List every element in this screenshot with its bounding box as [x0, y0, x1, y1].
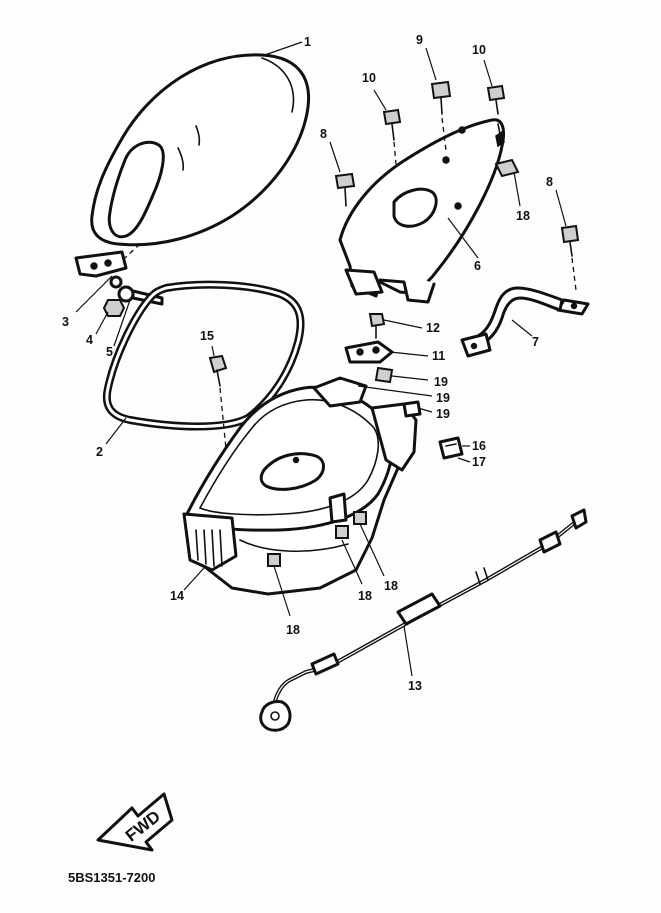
callout-10-mid: 10 [362, 71, 376, 85]
seat-part [90, 41, 311, 247]
callout-7: 7 [532, 335, 539, 349]
callout-18-low-left: 18 [286, 623, 300, 637]
leader-18a [273, 565, 291, 617]
seat-hinge-part [74, 250, 128, 313]
callout-4: 4 [86, 333, 93, 347]
callout-10-right: 10 [472, 43, 486, 57]
callout-14: 14 [170, 589, 184, 603]
clip-part-18-upper [494, 158, 521, 207]
callout-19-b: 19 [436, 391, 450, 405]
seat-lock-cable-part [259, 508, 588, 732]
callout-5: 5 [106, 345, 113, 359]
callout-18-upper: 18 [516, 209, 530, 223]
callout-8-right: 8 [546, 175, 553, 189]
callout-17: 17 [472, 455, 486, 469]
rear-bracket-part [338, 118, 506, 304]
leader-18b [341, 539, 363, 585]
bolt10-dash [393, 141, 397, 165]
forward-arrow-icon: FWD [96, 792, 174, 852]
callout-6: 6 [474, 259, 481, 273]
grommet-part-16 [438, 436, 471, 463]
callout-8-left: 8 [320, 127, 327, 141]
leader-18c [359, 523, 385, 577]
callout-18-low-right: 18 [384, 579, 398, 593]
clip-parts-19 [357, 366, 433, 418]
callout-11: 11 [432, 349, 445, 363]
strap-bracket-part [460, 286, 590, 358]
bolt-part-8-right [555, 189, 580, 257]
bolt-part-10-mid [373, 89, 402, 141]
callout-19-a: 19 [434, 375, 448, 389]
callout-2: 2 [96, 445, 103, 459]
bolt-part-9 [425, 47, 452, 115]
callout-13: 13 [408, 679, 422, 693]
bolt-part-10-right [483, 59, 506, 115]
bolt8-dash [571, 257, 577, 291]
screw-part-12 [368, 313, 423, 339]
callout-3: 3 [62, 315, 69, 329]
callout-19-c: 19 [436, 407, 450, 421]
storage-box-part [182, 376, 418, 596]
bolt-part-8-left [329, 141, 356, 207]
callout-16: 16 [472, 439, 486, 453]
callout-18-low-mid: 18 [358, 589, 372, 603]
callout-12: 12 [426, 321, 440, 335]
callout-1: 1 [304, 35, 311, 49]
callout-15: 15 [200, 329, 214, 343]
screw-part-15 [208, 345, 228, 387]
callout-9: 9 [416, 33, 423, 47]
bracket-part-11 [344, 340, 429, 364]
seat-seal-part [102, 280, 305, 445]
drawing-code: 5BS1351-7200 [68, 870, 155, 885]
